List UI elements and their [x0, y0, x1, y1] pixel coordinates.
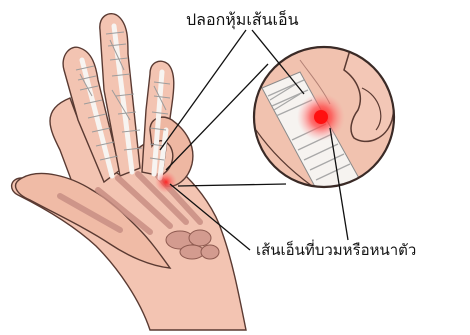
swollen-tendon-label: เส้นเอ็นที่บวมหรือหนาตัว [256, 243, 416, 258]
inflammation-spot [155, 171, 177, 193]
zoom-inset [250, 44, 400, 196]
hand [12, 14, 246, 330]
tendon-sheath-label: ปลอกหุ้มเส้นเอ็น [186, 12, 299, 28]
